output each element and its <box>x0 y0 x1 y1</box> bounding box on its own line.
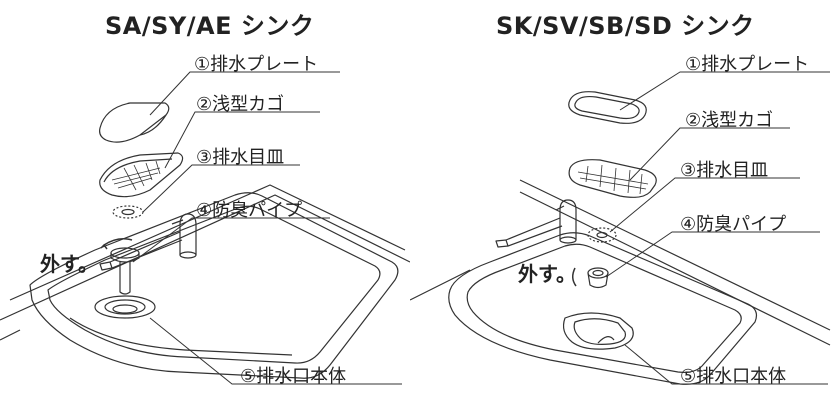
part-label-drain-plate: ①排水プレート <box>685 54 810 75</box>
sink-illustration-left <box>0 71 410 385</box>
remove-instruction: 外す。 <box>518 262 576 286</box>
part-label-drain-strainer: ③排水目皿 <box>196 147 285 168</box>
diagram-panel-right: SK/SV/SB/SD シンク ①排水プレート ②浅型カゴ ③排水目皿 ④防臭パ… <box>410 0 836 401</box>
remove-instruction: 外す。 <box>40 252 98 276</box>
part-label-drain-body: ⑤排水口本体 <box>240 366 347 387</box>
part-label-drain-plate: ①排水プレート <box>194 54 319 75</box>
diagram-title-right: SK/SV/SB/SD シンク <box>496 12 755 40</box>
sink-illustration-right <box>410 71 831 385</box>
part-label-deodorizing-pipe: ④防臭パイプ <box>196 200 303 221</box>
part-label-shallow-basket: ②浅型カゴ <box>196 94 285 115</box>
part-label-deodorizing-pipe: ④防臭パイプ <box>680 214 787 235</box>
part-label-drain-strainer: ③排水目皿 <box>680 160 769 181</box>
diagram-title-left: SA/SY/AE シンク <box>105 12 315 40</box>
part-label-shallow-basket: ②浅型カゴ <box>685 110 774 131</box>
part-label-drain-body: ⑤排水口本体 <box>680 366 787 387</box>
diagram-panel-left: SA/SY/AE シンク ①排水プレート ②浅型カゴ ③排水目皿 ④防臭パイプ … <box>0 0 410 401</box>
